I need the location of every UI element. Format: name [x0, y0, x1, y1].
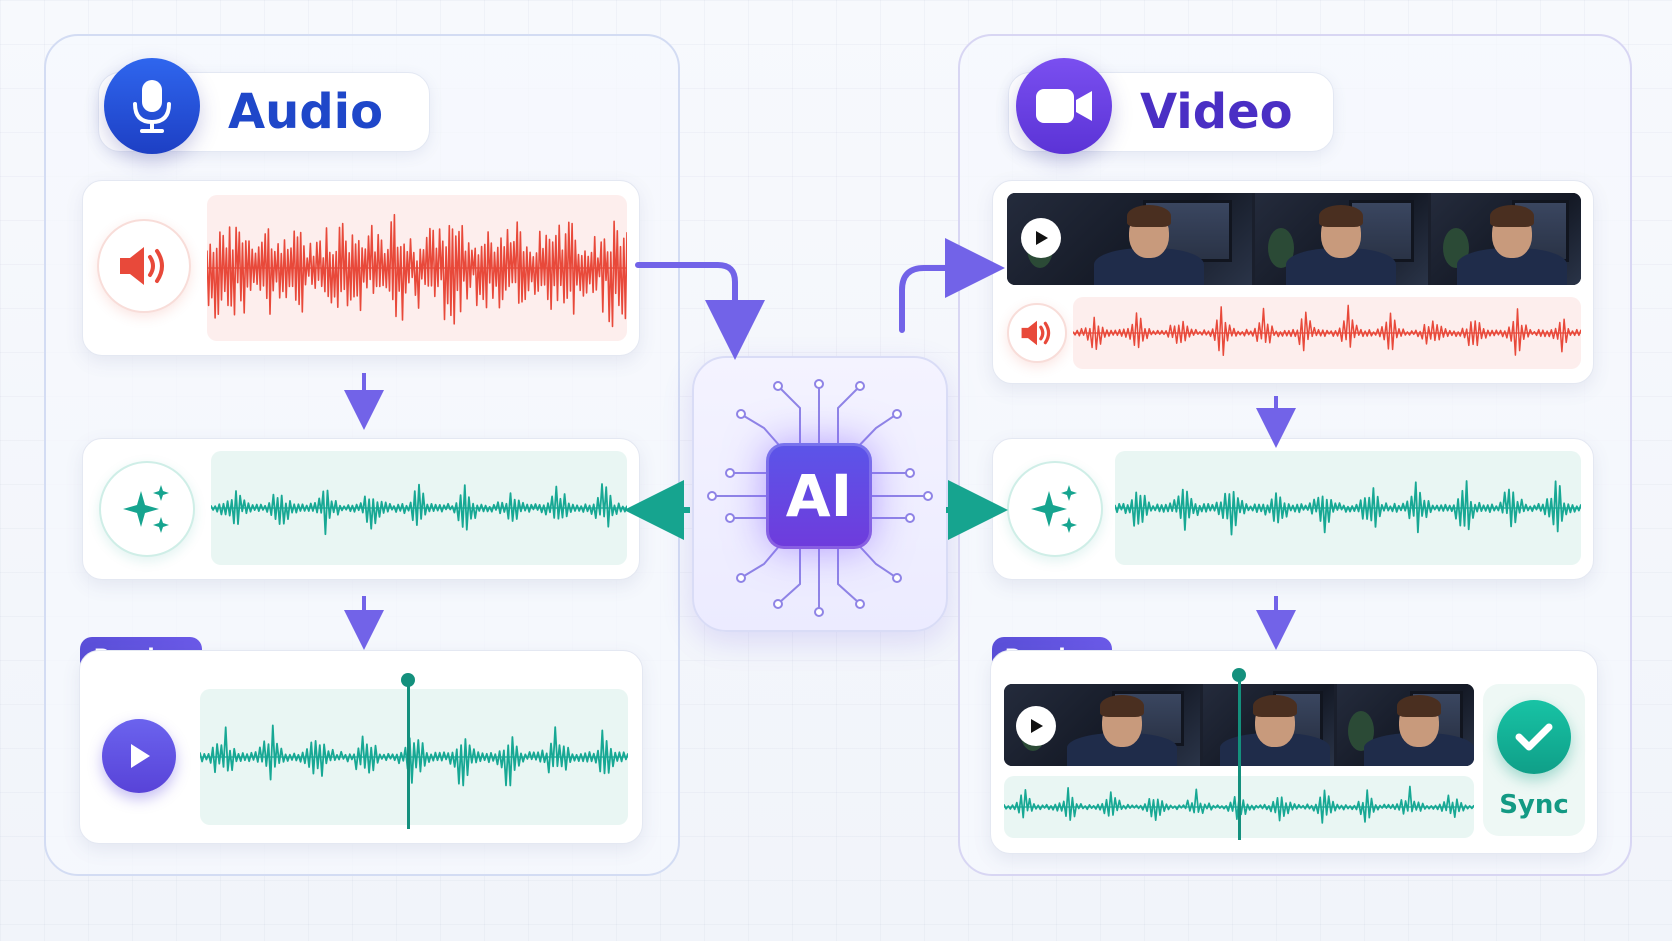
video-audio-waveform-graphic	[1073, 304, 1581, 357]
preview-audio-waveform-graphic	[200, 724, 628, 787]
playhead[interactable]	[407, 683, 410, 829]
preview-frame	[1336, 684, 1474, 766]
preview-video-play-icon[interactable]	[1016, 706, 1056, 746]
waveform-trace	[1073, 304, 1581, 357]
microphone-icon	[104, 58, 200, 154]
video-playhead[interactable]	[1238, 678, 1241, 840]
ai-chip-icon: AI	[766, 443, 872, 549]
waveform-trace	[211, 483, 627, 536]
audio-title: Audio	[228, 84, 384, 140]
video-frame	[1431, 193, 1581, 285]
preview-audio-waveform	[200, 689, 628, 825]
ai-hub: AI	[692, 356, 948, 632]
raw-audio-waveform-graphic	[207, 213, 627, 328]
preview-filmstrip	[1004, 684, 1474, 766]
video-enhanced-waveform	[1115, 451, 1581, 565]
play-icon[interactable]	[102, 719, 176, 793]
video-camera-icon	[1016, 58, 1112, 154]
checkmark-icon	[1497, 700, 1571, 774]
video-source-card	[992, 180, 1594, 384]
video-frame	[1254, 193, 1429, 285]
waveform-trace	[1004, 785, 1474, 824]
waveform-trace	[200, 724, 628, 787]
video-playhead-handle[interactable]	[1232, 668, 1246, 682]
video-enhanced-card	[992, 438, 1594, 580]
speaker-icon	[97, 219, 191, 313]
sync-label: Sync	[1499, 790, 1569, 820]
video-enhanced-waveform-graphic	[1115, 480, 1581, 536]
audio-preview-card	[79, 650, 643, 844]
ai-label: AI	[785, 462, 853, 530]
sparkle-icon	[99, 461, 195, 557]
video-speaker-icon	[1007, 303, 1067, 363]
video-audio-waveform	[1073, 297, 1581, 369]
video-sparkle-icon	[1007, 461, 1103, 557]
enhanced-audio-waveform-graphic	[211, 483, 627, 536]
waveform-trace	[1115, 480, 1581, 536]
playhead-handle[interactable]	[401, 673, 415, 687]
sync-status: Sync	[1483, 684, 1585, 836]
audio-enhanced-card	[82, 438, 640, 580]
video-play-icon[interactable]	[1021, 218, 1061, 258]
circuit-lines	[707, 379, 933, 617]
audio-source-card	[82, 180, 640, 356]
enhanced-audio-waveform	[211, 451, 627, 565]
video-title: Video	[1140, 84, 1293, 140]
raw-audio-waveform	[207, 195, 627, 341]
preview-frame	[1203, 684, 1334, 766]
waveform-trace	[207, 213, 627, 328]
video-filmstrip	[1007, 193, 1581, 285]
